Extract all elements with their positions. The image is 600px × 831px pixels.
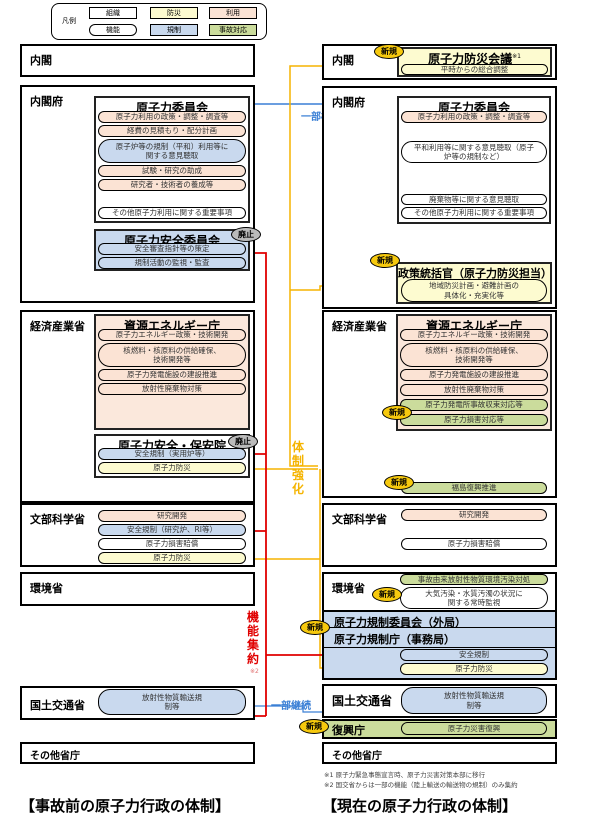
new-badge: 新規 xyxy=(300,620,330,635)
before-aec-item: 原子炉等の規制（平和）利用等に関する意見聴取 xyxy=(98,139,246,163)
after-mlit-label: 国土交通省 xyxy=(332,694,393,708)
legend-org: 組織 xyxy=(89,7,137,19)
after-anre-item: 原子力損害対応等 xyxy=(400,414,548,426)
divider xyxy=(324,627,555,628)
legend: 凡例 組織 機能 防災 規制 利用 事故対応 xyxy=(51,3,267,40)
after-anre-item: 原子力発電所事故収束対応等 xyxy=(400,399,548,411)
legend-function: 機能 xyxy=(89,24,137,36)
before-aec-item: 試験・研究の助成 xyxy=(98,165,246,177)
before-mlit-label: 国土交通省 xyxy=(30,699,85,712)
before-moe: 環境省 xyxy=(20,572,255,606)
abolished-badge: 廃止 xyxy=(231,227,261,242)
new-badge: 新規 xyxy=(370,253,400,268)
before-footer-title: 【事故前の原子力行政の体制】 xyxy=(20,797,231,815)
after-others: その他省庁 xyxy=(322,742,557,764)
after-aec-item: 原子力利用の政策・調整・調査等 xyxy=(401,111,547,123)
after-others-label: その他省庁 xyxy=(332,751,382,762)
after-nra-secretariat-title: 原子力規制庁（事務局） xyxy=(334,633,455,646)
before-mext-item: 研究開発 xyxy=(98,510,246,522)
legend-use: 利用 xyxy=(209,7,257,19)
new-badge: 新規 xyxy=(299,719,329,734)
before-mext-item: 安全規制（研究炉、RI等） xyxy=(98,524,246,536)
footnote-1: ※1 原子力緊急事態宣言時、原子力災害対策本部に移行 xyxy=(324,771,486,779)
after-council-note: ※1 xyxy=(512,53,521,60)
strengthen-label: 体制強化 xyxy=(291,440,304,496)
before-nisa-item: 原子力防災 xyxy=(98,462,246,474)
after-mext-label: 文部科学省 xyxy=(332,513,387,526)
consolidate-note: ※2 xyxy=(250,668,259,675)
before-others-label: その他省庁 xyxy=(30,751,80,762)
after-council-title: 原子力防災会議※1 xyxy=(399,50,550,67)
before-cabinet-office-label: 内閣府 xyxy=(30,95,63,108)
after-council-title-text: 原子力防災会議 xyxy=(428,52,513,66)
after-moe-item: 事故由来放射性物質環境汚染対処 xyxy=(400,574,548,585)
before-cabinet: 内閣 xyxy=(20,44,255,77)
legend-accident: 事故対応 xyxy=(209,24,257,36)
before-mlit-item: 放射性物質輸送規制等 xyxy=(98,689,246,715)
new-badge: 新規 xyxy=(372,587,402,602)
after-nra-item: 原子力防災 xyxy=(400,663,548,675)
after-cabinet-label: 内閣 xyxy=(332,54,354,67)
before-anre-item: 核燃料・核原料の供給確保、技術開発等 xyxy=(98,343,246,367)
after-moe-item: 大気汚染・水質汚濁の状況に関する常時監視 xyxy=(400,587,548,609)
before-meti-label: 経済産業省 xyxy=(30,320,85,333)
before-nisa-item: 安全規制（実用炉等） xyxy=(98,448,246,460)
after-nra-title: 原子力規制委員会（外局） xyxy=(334,616,466,629)
after-anre-item: 核燃料・核原料の供給確保、技術開発等 xyxy=(400,343,548,367)
before-others: その他省庁 xyxy=(20,742,255,764)
after-dg-title: 政策統括官（原子力防災担当） xyxy=(398,267,552,280)
new-badge: 新規 xyxy=(382,405,412,420)
before-nsc-item: 規制活動の監視・監査 xyxy=(98,257,246,269)
before-nsc-item: 安全審査指針等の策定 xyxy=(98,243,246,255)
before-anre-item: 放射性廃棄物対策 xyxy=(98,383,246,395)
before-mext-item: 原子力損害賠償 xyxy=(98,538,246,550)
before-aec-item: 原子力利用の政策・調整・調査等 xyxy=(98,111,246,123)
before-aec-item: 経費の見積もり・配分計画 xyxy=(98,125,246,137)
after-dg-item: 地域防災計画・避難計画の具体化・充実化等 xyxy=(401,279,547,302)
before-mext-item: 原子力防災 xyxy=(98,552,246,564)
after-mext-item: 原子力損害賠償 xyxy=(401,538,547,550)
divider xyxy=(324,647,555,648)
after-cabinet-office-label: 内閣府 xyxy=(332,96,365,109)
after-moe-label: 環境省 xyxy=(332,582,365,595)
after-aec-item: 廃棄物等に関する意見聴取 xyxy=(401,194,547,205)
after-anre-item: 原子力エネルギー政策・技術開発 xyxy=(400,329,548,341)
after-council-item: 平時からの総合調整 xyxy=(401,64,548,75)
legend-regulation: 規制 xyxy=(150,24,198,36)
before-moe-label: 環境省 xyxy=(30,582,63,595)
consolidate-label: 機能集約 xyxy=(246,610,259,666)
after-nra-item: 安全規制 xyxy=(400,649,548,661)
before-mext-label: 文部科学省 xyxy=(30,513,85,526)
after-meti-label: 経済産業省 xyxy=(332,320,387,333)
abolished-badge: 廃止 xyxy=(228,434,258,449)
after-reconstruction-label: 復興庁 xyxy=(332,724,365,737)
after-fukushima-item: 福島復興推進 xyxy=(401,482,547,494)
before-anre-item: 原子力発電施設の建設推進 xyxy=(98,369,246,381)
after-mlit-item: 放射性物質輸送規制等 xyxy=(401,687,547,714)
after-aec-item: その他原子力利用に関する重要事項 xyxy=(401,207,547,219)
after-aec-item: 平和利用等に関する意見聴取（原子炉等の規制など） xyxy=(401,141,547,163)
legend-label: 凡例 xyxy=(62,17,76,25)
new-badge: 新規 xyxy=(384,475,414,490)
after-reconstruction-item: 原子力災害復興 xyxy=(401,722,547,735)
after-anre-item: 放射性廃棄物対策 xyxy=(400,384,548,396)
footnote-2: ※2 国交省からは一部の機能（陸上輸送の輸送物の規制）のみ集約 xyxy=(324,781,518,789)
before-aec-item: 研究者・技術者の養成等 xyxy=(98,179,246,191)
before-anre-item: 原子力エネルギー政策・技術開発 xyxy=(98,329,246,341)
legend-disaster: 防災 xyxy=(150,7,198,19)
new-badge: 新規 xyxy=(374,44,404,59)
partial-continue-label: 一部継続 xyxy=(271,701,311,712)
after-mext-item: 研究開発 xyxy=(401,509,547,521)
after-anre-item: 原子力発電施設の建設推進 xyxy=(400,369,548,381)
after-footer-title: 【現在の原子力行政の体制】 xyxy=(322,797,518,815)
before-aec-item: その他原子力利用に関する重要事項 xyxy=(98,207,246,219)
before-cabinet-label: 内閣 xyxy=(30,54,52,67)
